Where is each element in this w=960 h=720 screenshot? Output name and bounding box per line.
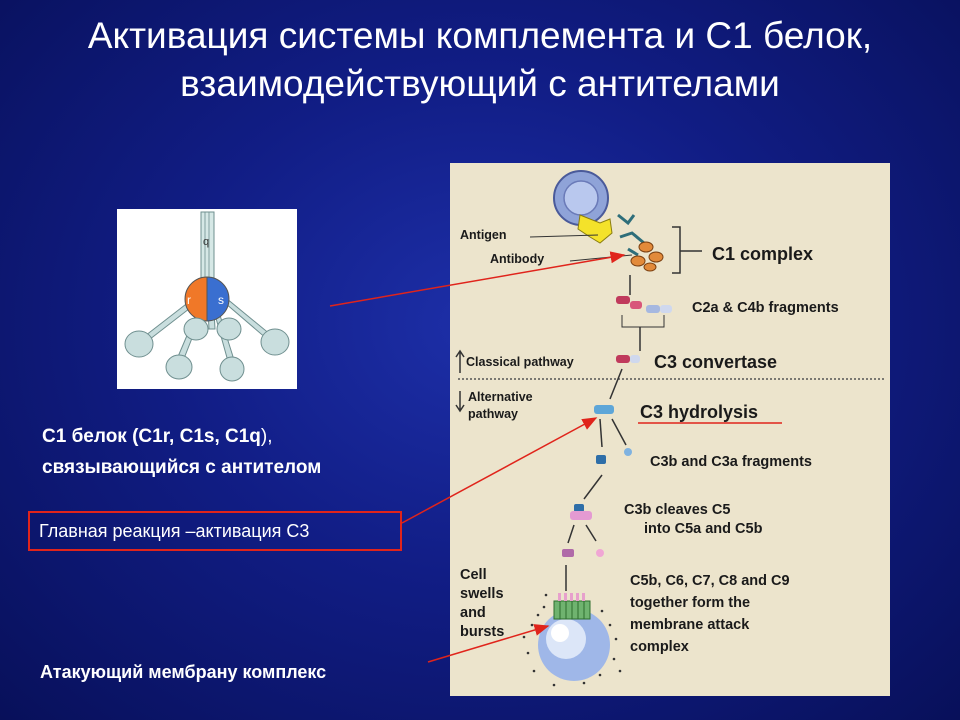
- cell-line-1: Cell: [460, 566, 504, 585]
- title-line-2: взаимодействующий с антителами: [0, 60, 960, 108]
- antigen-label: Antigen: [460, 228, 507, 242]
- c1q-label: q: [203, 236, 209, 248]
- mac-line-1: C5b, C6, C7, C8 and C9: [630, 570, 790, 592]
- caption-line-2: связывающийся с антителом: [42, 452, 321, 483]
- cell-swells-label: Cell swells and bursts: [460, 566, 504, 642]
- caption-bold: С1 белок (C1r, C1s, C1q: [42, 426, 261, 447]
- c3b-cleaves-line-1: C3b cleaves C5: [624, 501, 762, 520]
- slide-title: Активация системы комплемента и С1 белок…: [0, 12, 960, 108]
- alternative-line-1: Alternative: [468, 389, 533, 406]
- caption-line-1: С1 белок (C1r, C1s, C1q),: [42, 421, 321, 452]
- c3-convertase-label: C3 convertase: [654, 352, 777, 373]
- alternative-line-2: pathway: [468, 406, 533, 423]
- c3-hydrolysis-label: C3 hydrolysis: [640, 402, 758, 423]
- alternative-pathway-label: Alternative pathway: [468, 389, 533, 423]
- attack-complex-label: Атакующий мембрану комплекс: [40, 662, 326, 683]
- c1s-label: s: [218, 293, 224, 307]
- c1-caption: С1 белок (C1r, C1s, C1q), связывающийся …: [42, 421, 321, 483]
- title-line-1: Активация системы комплемента и С1 белок…: [0, 12, 960, 60]
- caption-tail: ),: [261, 426, 273, 447]
- cell-line-2: swells: [460, 585, 504, 604]
- c3b-c3a-label: C3b and C3a fragments: [650, 454, 812, 470]
- mac-line-2: together form the: [630, 592, 790, 614]
- c1r-label: r: [187, 293, 191, 307]
- cell-line-4: bursts: [460, 623, 504, 642]
- c3b-cleaves-label: C3b cleaves C5 into C5a and C5b: [624, 501, 762, 539]
- c1-complex-label: C1 complex: [712, 244, 813, 265]
- cell-line-3: and: [460, 604, 504, 623]
- bursting-cell-icon: [523, 593, 622, 686]
- c3b-cleaves-line-2: into C5a and C5b: [624, 520, 762, 539]
- mac-line-3: membrane attack: [630, 614, 790, 636]
- classical-pathway-label: Classical pathway: [466, 355, 574, 369]
- antibody-label: Antibody: [490, 252, 544, 266]
- complement-pathway-diagram: Antigen Antibody C1 complex C2a & C4b fr…: [450, 163, 890, 696]
- c2a-c4b-label: C2a & C4b fragments: [692, 300, 839, 316]
- main-reaction-box: Главная реакция –активация С3: [28, 511, 402, 551]
- mac-line-4: complex: [630, 636, 790, 658]
- mac-description-label: C5b, C6, C7, C8 and C9 together form the…: [630, 570, 790, 658]
- c1-protein-figure: r s q: [117, 209, 297, 389]
